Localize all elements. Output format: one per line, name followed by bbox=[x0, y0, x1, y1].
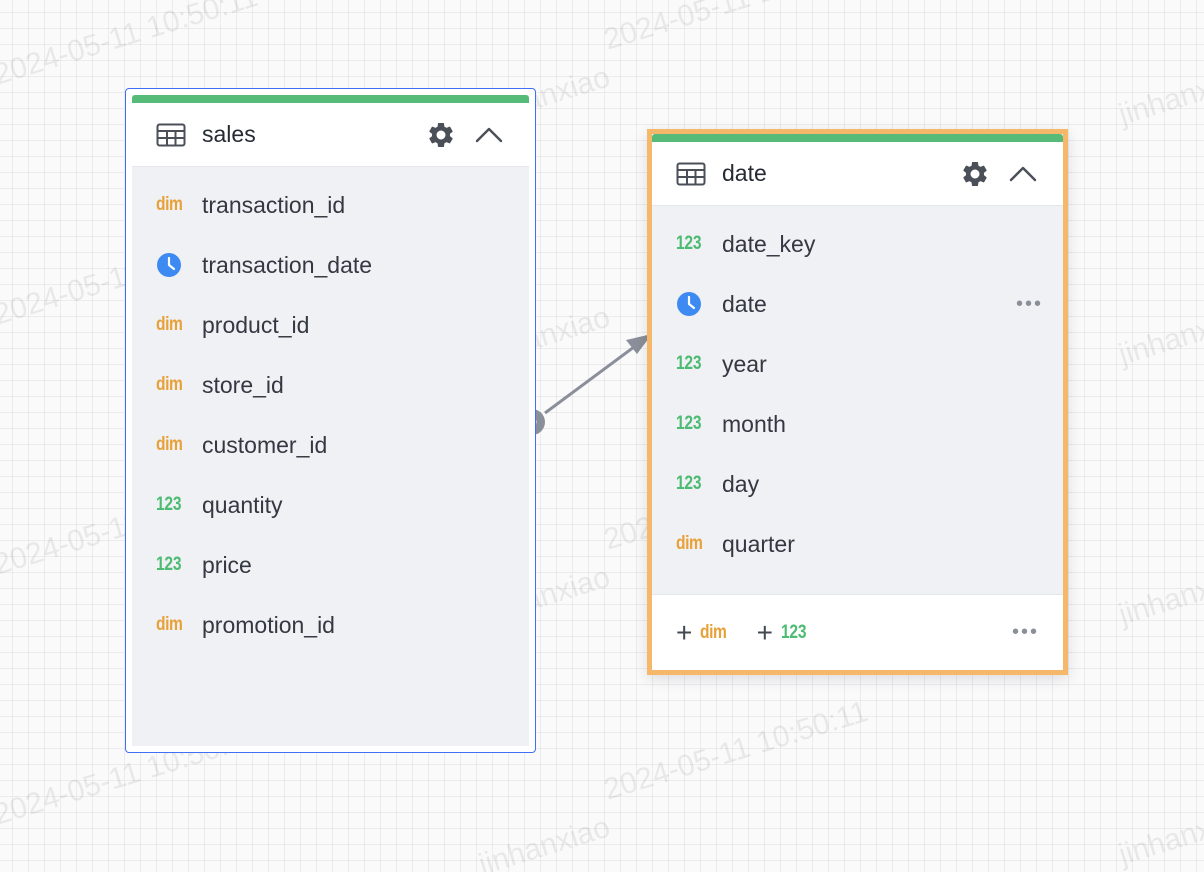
table-footer: + dim + 123 ••• bbox=[652, 594, 1063, 670]
plus-icon: + bbox=[676, 616, 693, 648]
field-row-quarter[interactable]: dim quarter bbox=[652, 514, 1063, 574]
field-name: promotion_id bbox=[202, 611, 335, 638]
table-title: date bbox=[722, 160, 767, 186]
dimension-type-label: dim bbox=[156, 614, 183, 635]
watermark-text: jinhanxiao bbox=[1115, 560, 1204, 632]
table-header-bar bbox=[652, 134, 1063, 142]
measure-type-icon: 123 bbox=[676, 413, 708, 435]
measure-type-label: 123 bbox=[676, 473, 702, 494]
field-name: quarter bbox=[722, 530, 795, 557]
field-name: transaction_date bbox=[202, 251, 373, 278]
measure-type-icon: 123 bbox=[156, 554, 188, 576]
field-name: date bbox=[722, 290, 767, 317]
measure-type-icon: 123 bbox=[676, 233, 708, 255]
watermark-text: jinhanxiao bbox=[1115, 300, 1204, 372]
field-row-date[interactable]: date ••• bbox=[652, 274, 1063, 334]
more-horizontal-icon[interactable]: ••• bbox=[1011, 621, 1039, 643]
plus-icon: + bbox=[756, 616, 773, 648]
field-row-promotion-id[interactable]: dim promotion_id bbox=[132, 595, 529, 655]
dimension-type-icon: dim bbox=[156, 374, 188, 396]
dimension-type-icon: dim bbox=[156, 314, 188, 336]
measure-type-icon: 123 bbox=[676, 353, 708, 375]
table-header-bar bbox=[132, 95, 529, 103]
field-row-transaction-id[interactable]: dim transaction_id bbox=[132, 175, 529, 235]
table-title: sales bbox=[202, 121, 256, 147]
dimension-type-label: dim bbox=[156, 374, 183, 395]
dimension-type-label: dim bbox=[156, 194, 183, 215]
chevron-up-icon[interactable] bbox=[1007, 158, 1039, 190]
field-name: transaction_id bbox=[202, 191, 346, 218]
clock-icon bbox=[676, 291, 708, 317]
field-row-date-key[interactable]: 123 date_key bbox=[652, 214, 1063, 274]
clock-icon bbox=[156, 252, 188, 278]
dimension-type-label: dim bbox=[156, 434, 183, 455]
add-measure-label: 123 bbox=[781, 621, 807, 643]
add-measure-button[interactable]: + 123 bbox=[756, 616, 812, 648]
watermark-text: jinhanxiao bbox=[1115, 800, 1204, 872]
measure-type-label: 123 bbox=[676, 233, 702, 254]
field-row-price[interactable]: 123 price bbox=[132, 535, 529, 595]
more-horizontal-icon[interactable]: ••• bbox=[1015, 292, 1043, 315]
dimension-type-icon: dim bbox=[156, 614, 188, 636]
measure-type-label: 123 bbox=[156, 494, 182, 515]
measure-type-label: 123 bbox=[676, 353, 702, 374]
field-row-year[interactable]: 123 year bbox=[652, 334, 1063, 394]
measure-type-icon: 123 bbox=[156, 494, 188, 516]
gear-icon[interactable] bbox=[959, 158, 991, 190]
field-row-transaction-date[interactable]: transaction_date bbox=[132, 235, 529, 295]
field-name: date_key bbox=[722, 230, 816, 257]
table-icon bbox=[156, 123, 186, 147]
add-dim-button[interactable]: + dim bbox=[676, 616, 733, 648]
field-name: product_id bbox=[202, 311, 310, 338]
watermark-text: 2024-05-11 10:50:11 bbox=[600, 0, 872, 57]
field-name: store_id bbox=[202, 371, 284, 398]
field-name: day bbox=[722, 470, 760, 497]
table-icon bbox=[676, 162, 706, 186]
field-row-product-id[interactable]: dim product_id bbox=[132, 295, 529, 355]
dimension-type-icon: dim bbox=[156, 434, 188, 456]
field-name: price bbox=[202, 551, 252, 578]
field-row-quantity[interactable]: 123 quantity bbox=[132, 475, 529, 535]
dimension-type-label: dim bbox=[156, 314, 183, 335]
field-name: month bbox=[722, 410, 786, 437]
add-dim-label: dim bbox=[700, 621, 727, 643]
measure-type-label: 123 bbox=[156, 554, 182, 575]
table-header[interactable]: sales bbox=[132, 103, 529, 167]
table-header[interactable]: date bbox=[652, 142, 1063, 206]
field-name: quantity bbox=[202, 491, 283, 518]
watermark-text: 2024-05-11 10:50:11 bbox=[600, 694, 872, 807]
field-row-customer-id[interactable]: dim customer_id bbox=[132, 415, 529, 475]
chevron-up-icon[interactable] bbox=[473, 119, 505, 151]
dimension-type-icon: dim bbox=[676, 533, 708, 555]
gear-icon[interactable] bbox=[425, 119, 457, 151]
field-name: customer_id bbox=[202, 431, 328, 458]
watermark-text: 2024-05-11 10:50:11 bbox=[0, 0, 262, 92]
field-row-store-id[interactable]: dim store_id bbox=[132, 355, 529, 415]
measure-type-label: 123 bbox=[676, 413, 702, 434]
field-row-day[interactable]: 123 day bbox=[652, 454, 1063, 514]
relation-line[interactable] bbox=[544, 342, 639, 415]
field-name: year bbox=[722, 350, 767, 377]
dimension-type-label: dim bbox=[676, 533, 703, 554]
measure-type-icon: 123 bbox=[676, 473, 708, 495]
watermark-text: jinhanxiao bbox=[1115, 60, 1204, 132]
watermark-text: jinhanxiao bbox=[475, 810, 614, 872]
dimension-type-icon: dim bbox=[156, 194, 188, 216]
field-row-month[interactable]: 123 month bbox=[652, 394, 1063, 454]
